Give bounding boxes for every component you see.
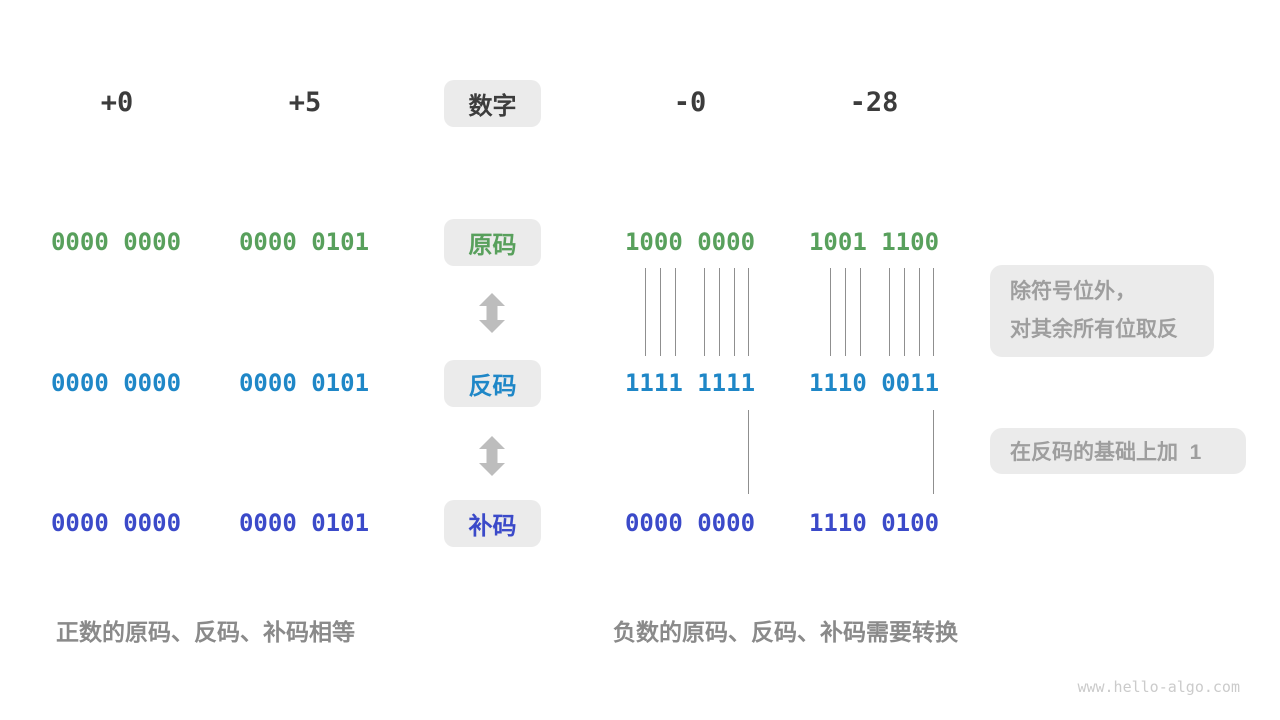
- binary-value: 0000 0101: [238, 369, 370, 397]
- binary-value: 0000 0000: [50, 228, 182, 256]
- caption-negative-numbers: 负数的原码、反码、补码需要转换: [613, 619, 958, 645]
- binary-value: 1110 0100: [808, 509, 940, 537]
- header-number-plus5: +5: [288, 87, 322, 118]
- bit-flip-line: [860, 268, 861, 356]
- bit-flip-line: [845, 268, 846, 356]
- add-one-line: [933, 410, 934, 494]
- bit-flip-line: [734, 268, 735, 356]
- note-line: 对其余所有位取反: [1010, 318, 1178, 341]
- note-line: 除符号位外，: [1010, 280, 1136, 303]
- bit-flip-line: [748, 268, 749, 356]
- bit-flip-line: [904, 268, 905, 356]
- header-number-minus0: -0: [673, 87, 707, 118]
- header-label-shuzi: 数字: [444, 80, 541, 127]
- label-ones-complement: 反码: [444, 360, 541, 407]
- binary-value: 1111 1111: [624, 369, 756, 397]
- bit-flip-line: [919, 268, 920, 356]
- note-add-one: 在反码的基础上加 1: [990, 428, 1246, 474]
- double-arrow-icon: [478, 293, 506, 333]
- label-twos-complement: 补码: [444, 500, 541, 547]
- note-invert-bits: 除符号位外， 对其余所有位取反: [990, 265, 1214, 357]
- binary-value: 1000 0000: [624, 228, 756, 256]
- binary-value: 0000 0000: [50, 369, 182, 397]
- bit-flip-line: [719, 268, 720, 356]
- bit-flip-line: [830, 268, 831, 356]
- header-number-minus28: -28: [849, 87, 899, 118]
- double-arrow-icon: [478, 436, 506, 476]
- binary-value: 0000 0000: [624, 509, 756, 537]
- binary-value: 1110 0011: [808, 369, 940, 397]
- caption-positive-numbers: 正数的原码、反码、补码相等: [56, 619, 355, 645]
- watermark: www.hello-algo.com: [1077, 678, 1240, 696]
- bit-flip-line: [660, 268, 661, 356]
- binary-value: 0000 0000: [50, 509, 182, 537]
- label-sign-magnitude: 原码: [444, 219, 541, 266]
- binary-value: 1001 1100: [808, 228, 940, 256]
- add-one-line: [748, 410, 749, 494]
- bit-flip-line: [645, 268, 646, 356]
- binary-value: 0000 0101: [238, 509, 370, 537]
- bit-flip-line: [933, 268, 934, 356]
- bit-flip-line: [675, 268, 676, 356]
- bit-flip-line: [704, 268, 705, 356]
- binary-value: 0000 0101: [238, 228, 370, 256]
- bit-flip-line: [889, 268, 890, 356]
- note-line: 在反码的基础上加 1: [1010, 441, 1202, 464]
- header-number-plus0: +0: [100, 87, 134, 118]
